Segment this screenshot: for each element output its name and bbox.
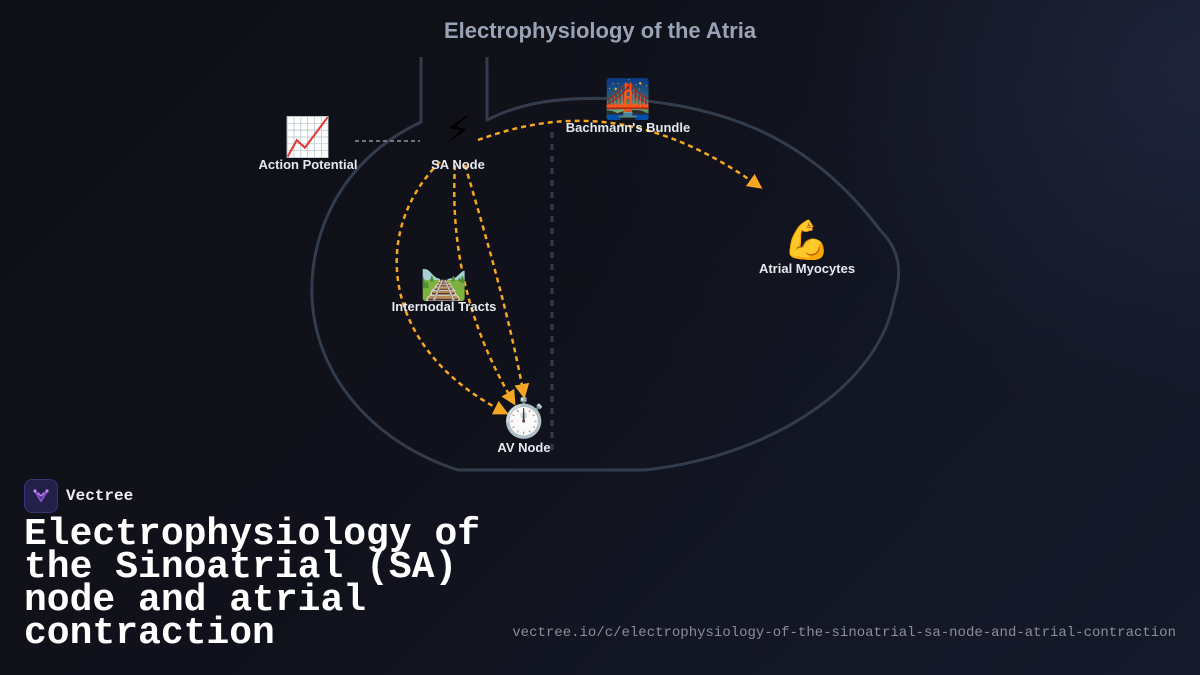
flexed-biceps-icon: 💪 [783,218,830,262]
node-label-internodal-tracts: Internodal Tracts [392,299,497,314]
atria-outline [310,57,901,472]
stopwatch-icon: ⏱️ [500,396,547,440]
chart-increasing-icon: 📈 [284,115,331,159]
page-title: Electrophysiology of the Sinoatrial (SA)… [24,513,481,655]
node-label-av-node: AV Node [497,440,550,455]
brand: Vectree [24,479,133,513]
node-label-atrial-myocytes: Atrial Myocytes [759,261,855,276]
arrow-sa-to-av-left [395,161,509,415]
background-glow [500,0,1200,675]
arrow-sa-to-av-middle [453,164,516,406]
node-label-bachmanns-bundle: Bachmann's Bundle [566,120,690,135]
node-bachmanns-bundle: 🌉 Bachmann's Bundle [566,77,690,135]
footer-url: vectree.io/c/electrophysiology-of-the-si… [512,625,1176,641]
node-action-potential: 📈 Action Potential [259,115,358,172]
diagram-title: Electrophysiology of the Atria [444,18,757,43]
vectree-logo-glyph [33,489,49,502]
node-sa-node: ⚡ SA Node [431,108,485,172]
vectree-logo-icon [24,479,58,513]
node-label-sa-node: SA Node [431,157,485,172]
node-internodal-tracts: 🛤️ Internodal Tracts [392,258,497,314]
node-av-node: ⏱️ AV Node [497,396,550,455]
node-label-action-potential: Action Potential [259,157,358,172]
brand-name: Vectree [66,487,134,505]
bridge-at-night-icon: 🌉 [604,77,651,121]
arrow-sa-to-av-right [463,164,530,399]
lightning-bolt-icon: ⚡ [445,108,472,152]
railway-track-icon: 🛤️ [420,258,467,302]
node-atrial-myocytes: 💪 Atrial Myocytes [759,218,855,276]
